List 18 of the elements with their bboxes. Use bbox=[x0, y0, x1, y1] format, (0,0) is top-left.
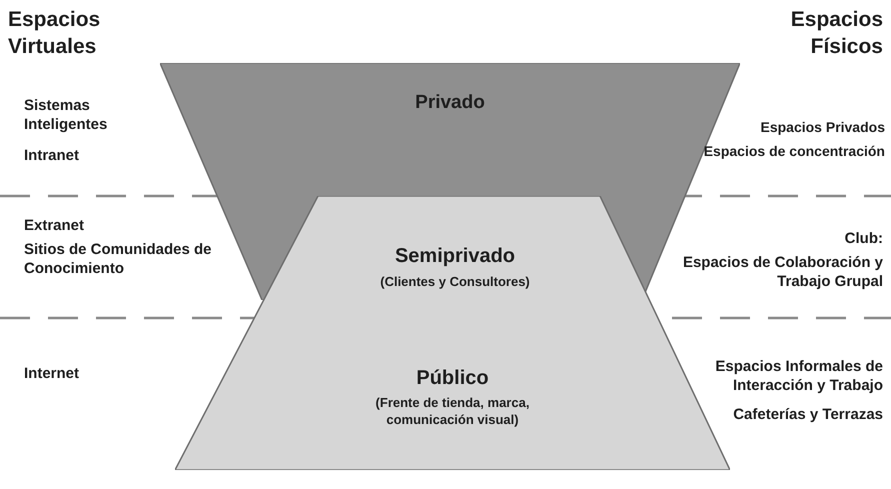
zone-title: Privado bbox=[415, 92, 485, 113]
space-label: Intranet bbox=[24, 147, 80, 164]
zone-title: Semiprivado bbox=[394, 245, 516, 267]
space-label: Sistemas Inteligentes bbox=[24, 97, 108, 133]
space-label: Espacios de Colaboración y Trabajo Grupal bbox=[682, 254, 883, 290]
space-label: Espacios Informales de Interacción y Trabajo bbox=[715, 358, 883, 394]
space-label: Espacios de concentración bbox=[704, 143, 885, 159]
space-label: Espacios Privados bbox=[760, 119, 885, 135]
column-heading: Espacios Físicos bbox=[790, 8, 883, 58]
space-label: Extranet bbox=[24, 217, 84, 234]
zone-title: Público bbox=[416, 367, 489, 389]
zone-description: (Clientes y Consultores) bbox=[380, 274, 530, 289]
column-heading: Espacios Virtuales bbox=[8, 8, 100, 58]
space-label: Sitios de Comunidades de Conocimiento bbox=[24, 241, 212, 277]
zone-description: (Frente de tienda, marca, comunicación visual) bbox=[376, 395, 530, 427]
space-label: Internet bbox=[24, 365, 80, 382]
space-label: Club: bbox=[844, 230, 883, 247]
space-label: Cafeterías y Terrazas bbox=[733, 406, 883, 423]
